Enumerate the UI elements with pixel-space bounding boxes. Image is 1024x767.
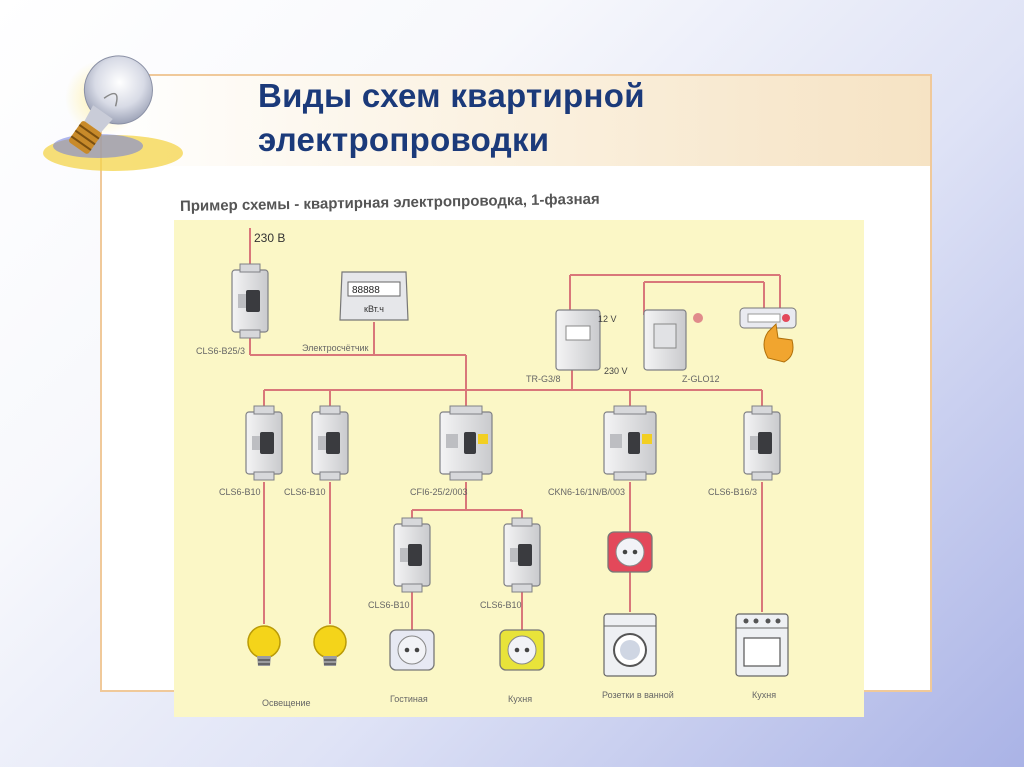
meter-label: Электросчётчик [302, 343, 369, 353]
relay-label: Z-GLO12 [682, 374, 720, 384]
transformer-input: 230 V [604, 366, 628, 376]
breaker-kitchen-sockets [503, 517, 541, 593]
title-line-1: Виды схем квартирной [258, 77, 645, 114]
sub-branch-label-2: CLS6-B10 [480, 600, 522, 610]
stove-icon [735, 613, 789, 677]
supply-voltage: 230 В [254, 231, 285, 245]
branch-label-5: CLS6-B16/3 [708, 487, 757, 497]
wiring-diagram: 230 В CLS6-B25/3 88888 кВт.ч Электросчёт… [174, 220, 864, 717]
breaker-lighting-1 [245, 405, 283, 481]
washing-machine-icon [603, 613, 657, 677]
title-band [102, 76, 930, 166]
transformer-icon [555, 309, 601, 371]
wires [249, 228, 781, 630]
meter-unit: кВт.ч [364, 304, 384, 314]
doorbell-button-icon [739, 307, 797, 363]
transformer-label: TR-G3/8 [526, 374, 561, 384]
load-label-kitchen-2: Кухня [752, 690, 776, 700]
breaker-lighting-2 [311, 405, 349, 481]
slide-title: Виды схем квартирной электропроводки [258, 74, 645, 162]
lamp-icon-2 [313, 625, 347, 667]
rcd-breaker [439, 405, 493, 481]
svg-text:88888: 88888 [352, 285, 380, 296]
breaker-kitchen [743, 405, 781, 481]
branch-label-1: CLS6-B10 [219, 487, 261, 497]
bathroom-socket-icon [607, 531, 653, 573]
electricity-meter-icon: 88888 кВт.ч [339, 271, 409, 321]
breaker-living-room [393, 517, 431, 593]
transformer-output: 12 V [598, 314, 617, 324]
living-room-socket-icon [389, 629, 435, 671]
lamp-icon-1 [247, 625, 281, 667]
rcbo-breaker [603, 405, 657, 481]
kitchen-socket-icon [499, 629, 545, 671]
branch-label-rcd: CFI6-25/2/003 [410, 487, 468, 497]
main-breaker [231, 263, 269, 339]
sub-branch-label-1: CLS6-B10 [368, 600, 410, 610]
title-line-2: электропроводки [258, 121, 550, 158]
main-breaker-label: CLS6-B25/3 [196, 346, 245, 356]
load-label-bathroom: Розетки в ванной [602, 690, 674, 700]
load-label-kitchen-1: Кухня [508, 694, 532, 704]
relay-icon [643, 309, 703, 371]
lightbulb-icon [38, 48, 213, 183]
branch-label-2: CLS6-B10 [284, 487, 326, 497]
load-label-living: Гостиная [390, 694, 428, 704]
branch-label-rcbo: CKN6-16/1N/B/003 [548, 487, 625, 497]
load-label-lighting: Освещение [262, 698, 311, 708]
